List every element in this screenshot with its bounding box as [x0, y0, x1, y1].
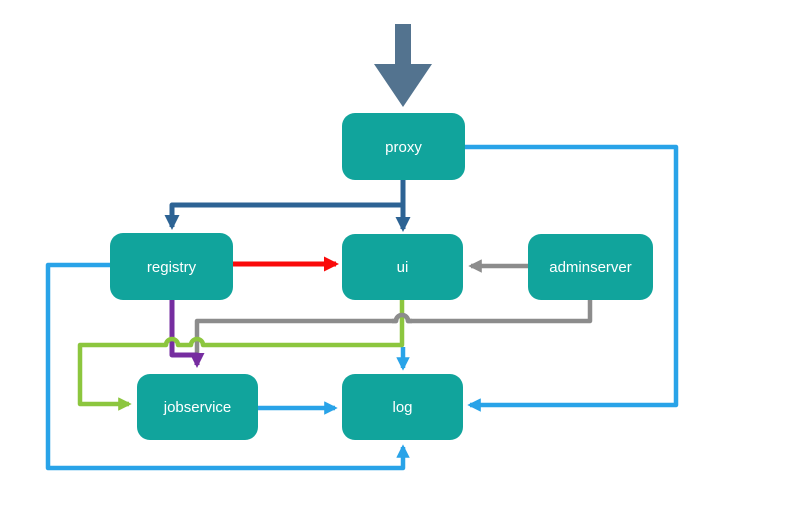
edge-proxy-log [465, 144, 679, 412]
edge-proxy-registry [164, 202, 403, 230]
node-adminserver-box [528, 234, 653, 300]
node-registry: registry [110, 233, 233, 300]
node-jobservice: jobservice [137, 374, 258, 440]
node-ui-box [342, 234, 463, 300]
edge-registry-jobservice [169, 300, 205, 368]
node-log-label: log [392, 399, 412, 416]
node-log-box [342, 374, 463, 440]
node-log: log [342, 374, 463, 440]
node-proxy: proxy [342, 113, 465, 180]
node-ui: ui [342, 234, 463, 300]
node-adminserver-label: adminserver [549, 259, 632, 276]
node-proxy-label: proxy [385, 139, 422, 156]
edge-registry-log [45, 262, 410, 471]
node-registry-label: registry [147, 259, 197, 276]
node-registry-box [110, 233, 233, 300]
ingress-arrow-icon [374, 24, 432, 107]
node-jobservice-box [137, 374, 258, 440]
edge-ui-jobservice [77, 299, 405, 411]
node-proxy-box [342, 113, 465, 180]
node-adminserver: adminserver [528, 234, 653, 300]
node-ui-label: ui [397, 259, 409, 276]
edge-adminserver-jobservice-bridge [392, 312, 412, 324]
node-jobservice-label: jobservice [163, 399, 232, 416]
